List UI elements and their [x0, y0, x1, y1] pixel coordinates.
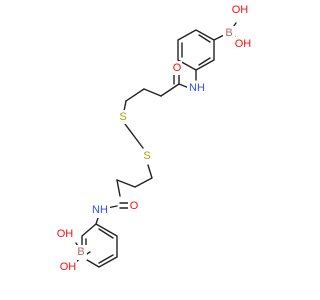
- top-ring-double-bond: [198, 34, 211, 43]
- bottom-hydroxyl-upper: OH: [57, 228, 74, 240]
- bottom-ring-double-bond: [98, 254, 114, 264]
- sulfur-upper-atom: S: [119, 111, 126, 123]
- disulfide-bond: [124, 123, 144, 149]
- top-amide-nh: NH: [189, 82, 205, 94]
- bottom-ring-double-bond: [98, 228, 114, 239]
- bottom-amide-oxygen: O: [130, 200, 139, 212]
- bottom-boron-atom: B: [77, 246, 84, 258]
- top-benzene-ring: [177, 29, 215, 71]
- atom-labels: B OH OH O NH S S NH O B OH OH: [57, 3, 252, 275]
- top-hydroxyl-lower: OH: [235, 38, 252, 50]
- upper-chain-bond: [160, 83, 180, 97]
- lower-chain-bond: [116, 179, 136, 188]
- top-amide-oxygen: O: [173, 62, 182, 74]
- lower-chain-bond: [134, 177, 153, 188]
- bond-skeleton: [75, 22, 237, 268]
- upper-chain-bond: [125, 88, 145, 102]
- top-hydroxyl-upper: OH: [232, 4, 249, 16]
- top-ring-double-bond: [198, 57, 211, 66]
- sulfur-lower-atom: S: [143, 150, 150, 162]
- bottom-benzene-ring: [81, 223, 118, 268]
- lower-chain-sulfur-bond: [147, 164, 153, 179]
- top-boron-atom: B: [225, 27, 232, 39]
- bottom-hydroxyl-lower: OH: [60, 261, 77, 273]
- upper-chain-sulfur-bond: [123, 100, 127, 112]
- molecule-structure: B OH OH O NH S S NH O B OH OH: [57, 3, 252, 275]
- bottom-nitrogen-ring-bond: [95, 217, 99, 225]
- lower-chain-bond: [116, 179, 121, 197]
- upper-chain-bond: [143, 88, 162, 97]
- bottom-amide-nh: NH: [92, 204, 108, 216]
